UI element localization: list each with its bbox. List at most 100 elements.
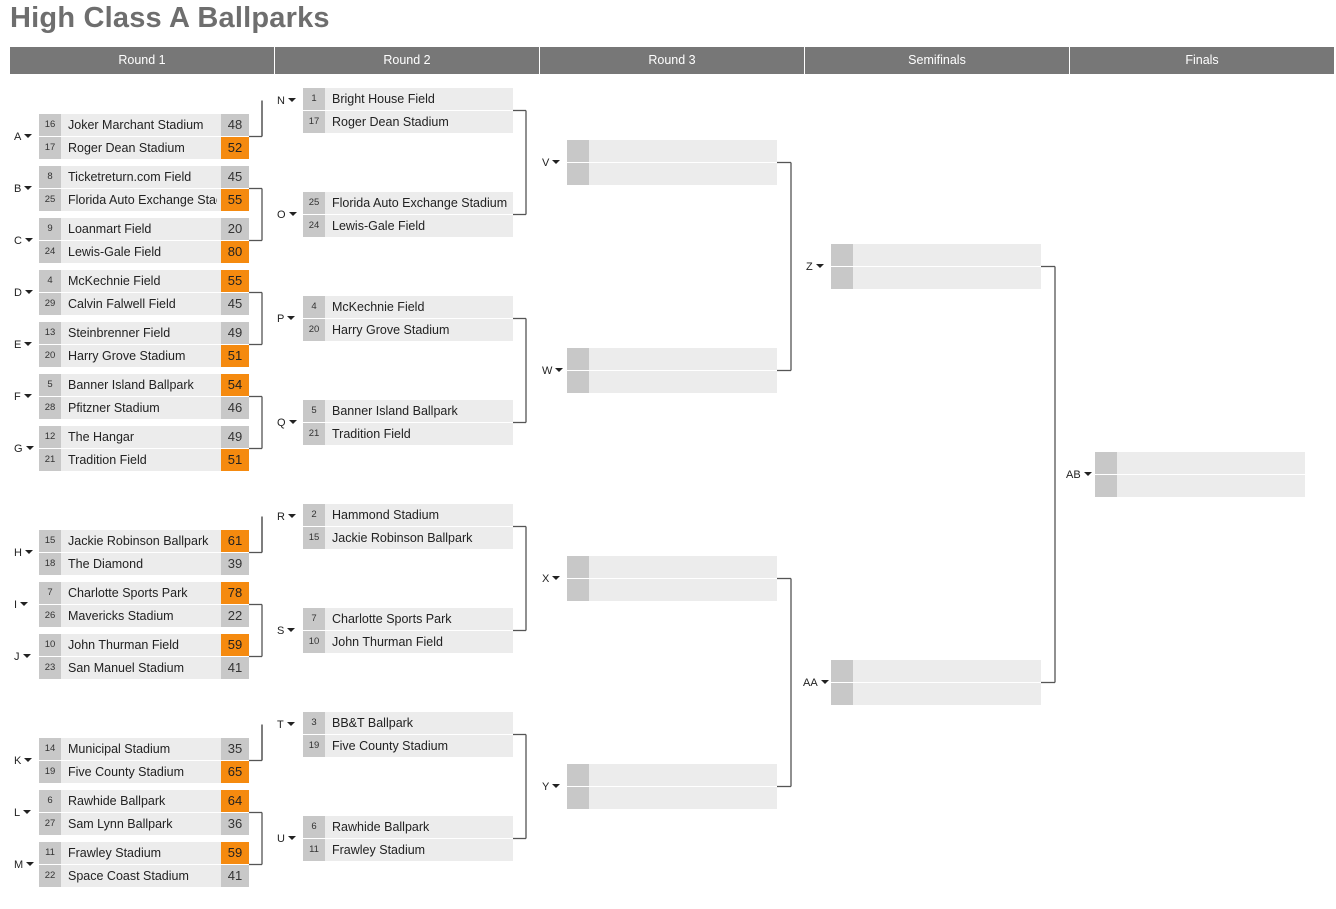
team-name: Jackie Robinson Ballpark xyxy=(68,534,209,548)
match-label-dropdown[interactable]: AA xyxy=(803,677,829,689)
empty-team-row[interactable] xyxy=(567,787,777,809)
match-label-dropdown[interactable]: P xyxy=(277,312,296,325)
match-label-dropdown[interactable]: A xyxy=(14,131,33,143)
match-label-dropdown[interactable]: W xyxy=(542,365,564,377)
empty-team-row[interactable] xyxy=(1095,452,1305,474)
match-label-dropdown[interactable]: C xyxy=(14,235,33,247)
empty-team-row[interactable] xyxy=(567,140,777,162)
match-label-dropdown[interactable]: AB xyxy=(1066,469,1092,481)
empty-team-row[interactable] xyxy=(567,348,777,370)
match-label-dropdown[interactable]: K xyxy=(14,755,33,767)
match-label-dropdown[interactable]: B xyxy=(14,183,33,195)
team-seed: 27 xyxy=(39,813,61,835)
winning-score: 78 xyxy=(221,582,249,604)
match-label-text: P xyxy=(277,312,285,325)
empty-team-row[interactable] xyxy=(831,244,1041,266)
match-label-dropdown[interactable]: L xyxy=(14,807,32,819)
match-label-dropdown[interactable]: G xyxy=(14,443,34,455)
empty-team-row[interactable] xyxy=(1095,475,1305,497)
team-seed: 6 xyxy=(39,790,61,812)
empty-team-row[interactable] xyxy=(567,371,777,393)
match-label-dropdown[interactable]: T xyxy=(277,719,295,731)
team-seed: 16 xyxy=(39,114,61,136)
match-label-dropdown[interactable]: F xyxy=(14,391,32,403)
team-name: Rawhide Ballpark xyxy=(68,794,166,808)
match-label-dropdown[interactable]: D xyxy=(14,287,33,299)
match-label-dropdown[interactable]: H xyxy=(14,547,33,559)
match-label-dropdown[interactable]: S xyxy=(277,625,296,637)
match-label-dropdown[interactable]: Y xyxy=(542,781,561,793)
match-label-dropdown[interactable]: M xyxy=(14,859,35,871)
match-label-dropdown[interactable]: Q xyxy=(277,417,297,429)
losing-score: 41 xyxy=(221,865,249,887)
match-label-dropdown[interactable]: I xyxy=(14,599,29,611)
team-name: The Hangar xyxy=(68,430,135,444)
team-seed: 21 xyxy=(303,423,325,445)
match-label-dropdown[interactable]: O xyxy=(277,209,297,221)
empty-team-row[interactable] xyxy=(567,579,777,601)
empty-team-row[interactable] xyxy=(831,660,1041,682)
match xyxy=(567,348,777,393)
match-label-dropdown[interactable]: E xyxy=(14,339,33,351)
empty-team-row[interactable] xyxy=(831,683,1041,705)
empty-team-row[interactable] xyxy=(567,556,777,578)
empty-team-row[interactable] xyxy=(831,267,1041,289)
match-label-dropdown[interactable]: Z xyxy=(806,261,824,273)
match-label-dropdown[interactable]: U xyxy=(277,833,296,845)
winning-score: 52 xyxy=(221,137,249,159)
match-label-dropdown[interactable]: X xyxy=(542,573,561,585)
team-seed: 17 xyxy=(39,137,61,159)
caret-down-icon xyxy=(24,757,33,762)
empty-team-row[interactable] xyxy=(567,163,777,185)
empty-team-row[interactable] xyxy=(567,764,777,786)
match-label-dropdown[interactable]: J xyxy=(14,651,31,663)
match-label-dropdown[interactable]: N xyxy=(277,95,296,107)
match-label-text: R xyxy=(277,510,285,523)
match-label-dropdown[interactable]: R xyxy=(277,511,296,523)
match-label-dropdown[interactable]: V xyxy=(542,157,561,169)
